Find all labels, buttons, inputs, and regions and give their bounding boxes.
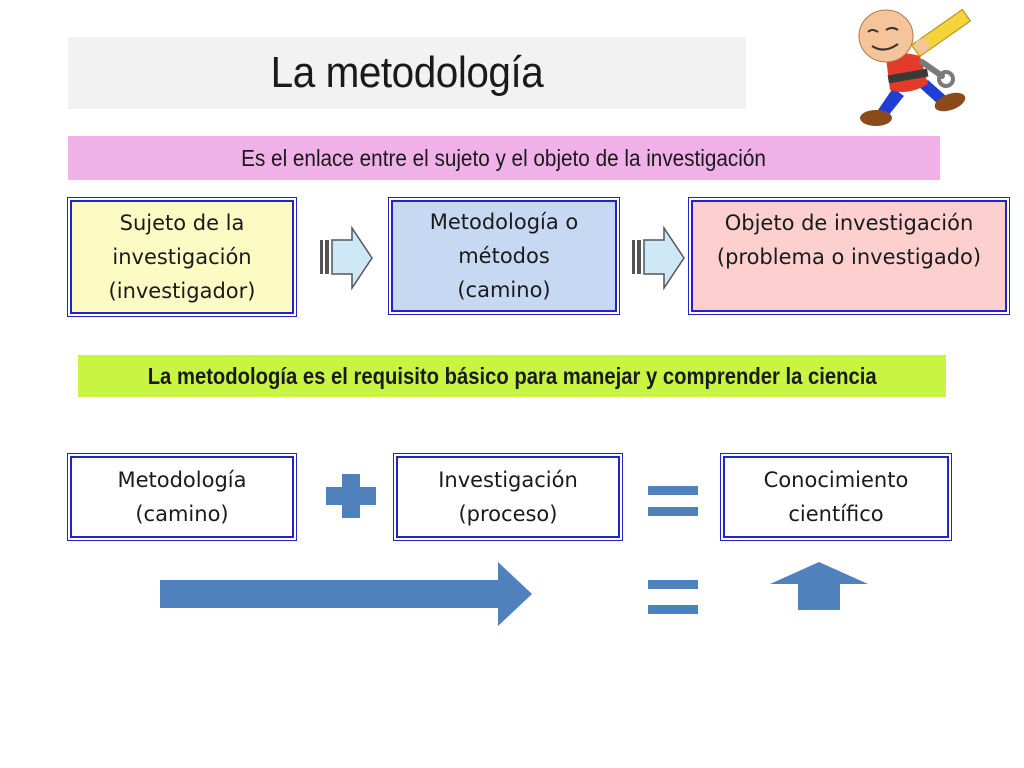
title-bar: La metodología: [68, 37, 746, 109]
statement-bar: La metodología es el requisito básico pa…: [78, 355, 946, 397]
subtitle-text: Es el enlace entre el sujeto y el objeto…: [241, 144, 767, 171]
methodology-box: Metodología (camino): [67, 453, 297, 541]
arrow-right-icon: [320, 226, 373, 290]
knowledge-line-1: Conocimiento: [763, 468, 909, 492]
investigation-line-1: Investigación: [438, 468, 578, 492]
plus-icon: [326, 474, 376, 518]
knowledge-line-2: científico: [788, 502, 884, 526]
subtitle-bar: Es el enlace entre el sujeto y el objeto…: [68, 136, 940, 180]
arrow-right-icon: [160, 562, 532, 626]
subject-line-2: investigación: [112, 245, 252, 269]
object-box: Objeto de investigación (problema o inve…: [688, 197, 1010, 315]
methodology-line-2: (camino): [135, 502, 229, 526]
subject-line-1: Sujeto de la: [119, 211, 245, 235]
method-line-3: (camino): [457, 278, 551, 302]
page-title: La metodología: [270, 48, 544, 97]
object-line-2: (problema o investigado): [716, 245, 982, 269]
equals-icon: [648, 580, 698, 614]
arrow-right-icon: [632, 226, 685, 290]
subject-line-3: (investigador): [108, 279, 256, 303]
statement-text: La metodología es el requisito básico pa…: [147, 362, 877, 389]
investigation-line-2: (proceso): [458, 502, 558, 526]
knowledge-box: Conocimiento científico: [720, 453, 952, 541]
methodology-line-1: Metodología: [117, 468, 247, 492]
worker-cartoon-icon: [858, 8, 972, 126]
equals-icon: [648, 486, 698, 516]
arrow-up-icon: [770, 562, 868, 610]
object-line-1: Objeto de investigación: [724, 211, 974, 235]
method-line-1: Metodología o: [429, 210, 579, 234]
investigation-box: Investigación (proceso): [393, 453, 623, 541]
method-line-2: métodos: [458, 244, 550, 268]
subject-box: Sujeto de la investigación (investigador…: [67, 197, 297, 317]
method-box: Metodología o métodos (camino): [388, 197, 620, 315]
